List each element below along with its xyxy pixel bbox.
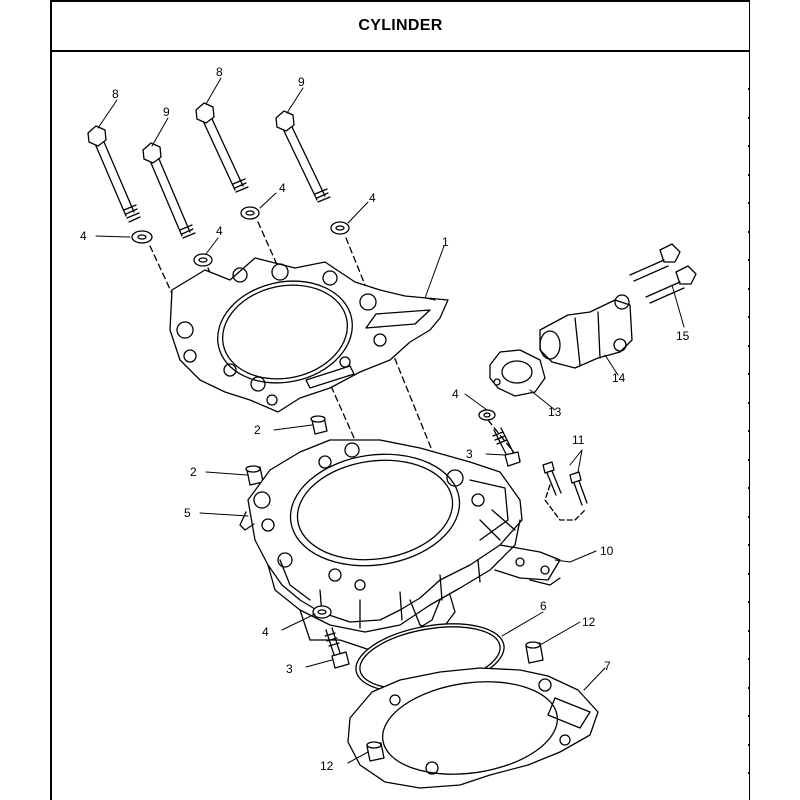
callout-9-right: 9	[298, 75, 305, 89]
callout-2-dowel-a: 2	[254, 423, 261, 437]
bolts-15	[629, 243, 697, 304]
callout-1-head-gasket: 1	[442, 235, 449, 249]
head-gasket	[169, 257, 449, 413]
dowels-12	[366, 641, 544, 762]
callout-13-tensioner-gasket: 13	[548, 405, 562, 419]
callout-4-washer-c: 4	[279, 181, 286, 195]
callout-3-stud-lower: 3	[286, 662, 293, 676]
callout-4-washer-a: 4	[80, 229, 87, 243]
bolt-9-left	[142, 142, 196, 239]
stud-3-upper	[478, 409, 521, 467]
callout-15-bolts: 15	[676, 329, 690, 343]
callout-12-dowel-a: 12	[582, 615, 596, 629]
callout-labels: 8 8 9 9 4 4 4 4 1 15 14 13 4 2 3 11 2 5 …	[80, 65, 690, 773]
callout-10-bracket: 10	[600, 544, 614, 558]
lower-washer-stud	[312, 605, 350, 669]
bolt-9-right	[275, 110, 331, 203]
callout-7-base-gasket: 7	[604, 659, 611, 673]
bolt-8-right	[195, 102, 249, 193]
callout-4-washer-f: 4	[262, 625, 269, 639]
washers-top	[131, 206, 350, 267]
callout-3-stud-upper: 3	[466, 447, 473, 461]
callout-12-dowel-b: 12	[320, 759, 334, 773]
callout-8-left: 8	[112, 87, 119, 101]
callout-11-bolts: 11	[572, 433, 585, 447]
base-gasket	[347, 667, 599, 789]
callout-5-block: 5	[184, 506, 191, 520]
callout-2-dowel-b: 2	[190, 465, 197, 479]
diagram-frame: CYLINDER	[50, 0, 750, 800]
cylinder-block	[239, 439, 561, 651]
callout-9-left: 9	[163, 105, 170, 119]
callout-6-o-ring: 6	[540, 599, 547, 613]
page-title: CYLINDER	[358, 17, 443, 34]
dowels	[245, 415, 328, 486]
callout-4-washer-d: 4	[369, 191, 376, 205]
title-bar: CYLINDER	[52, 2, 749, 52]
leader-lines	[95, 77, 685, 764]
callout-8-right: 8	[216, 65, 223, 79]
callout-4-washer-b: 4	[216, 224, 223, 238]
bolt-8-left	[87, 125, 141, 223]
bolts-11	[542, 461, 588, 521]
cam-chain-tensioner	[539, 294, 633, 369]
tensioner-gasket	[489, 349, 546, 397]
callout-4-washer-e: 4	[452, 387, 459, 401]
callout-14-tensioner: 14	[612, 371, 626, 385]
